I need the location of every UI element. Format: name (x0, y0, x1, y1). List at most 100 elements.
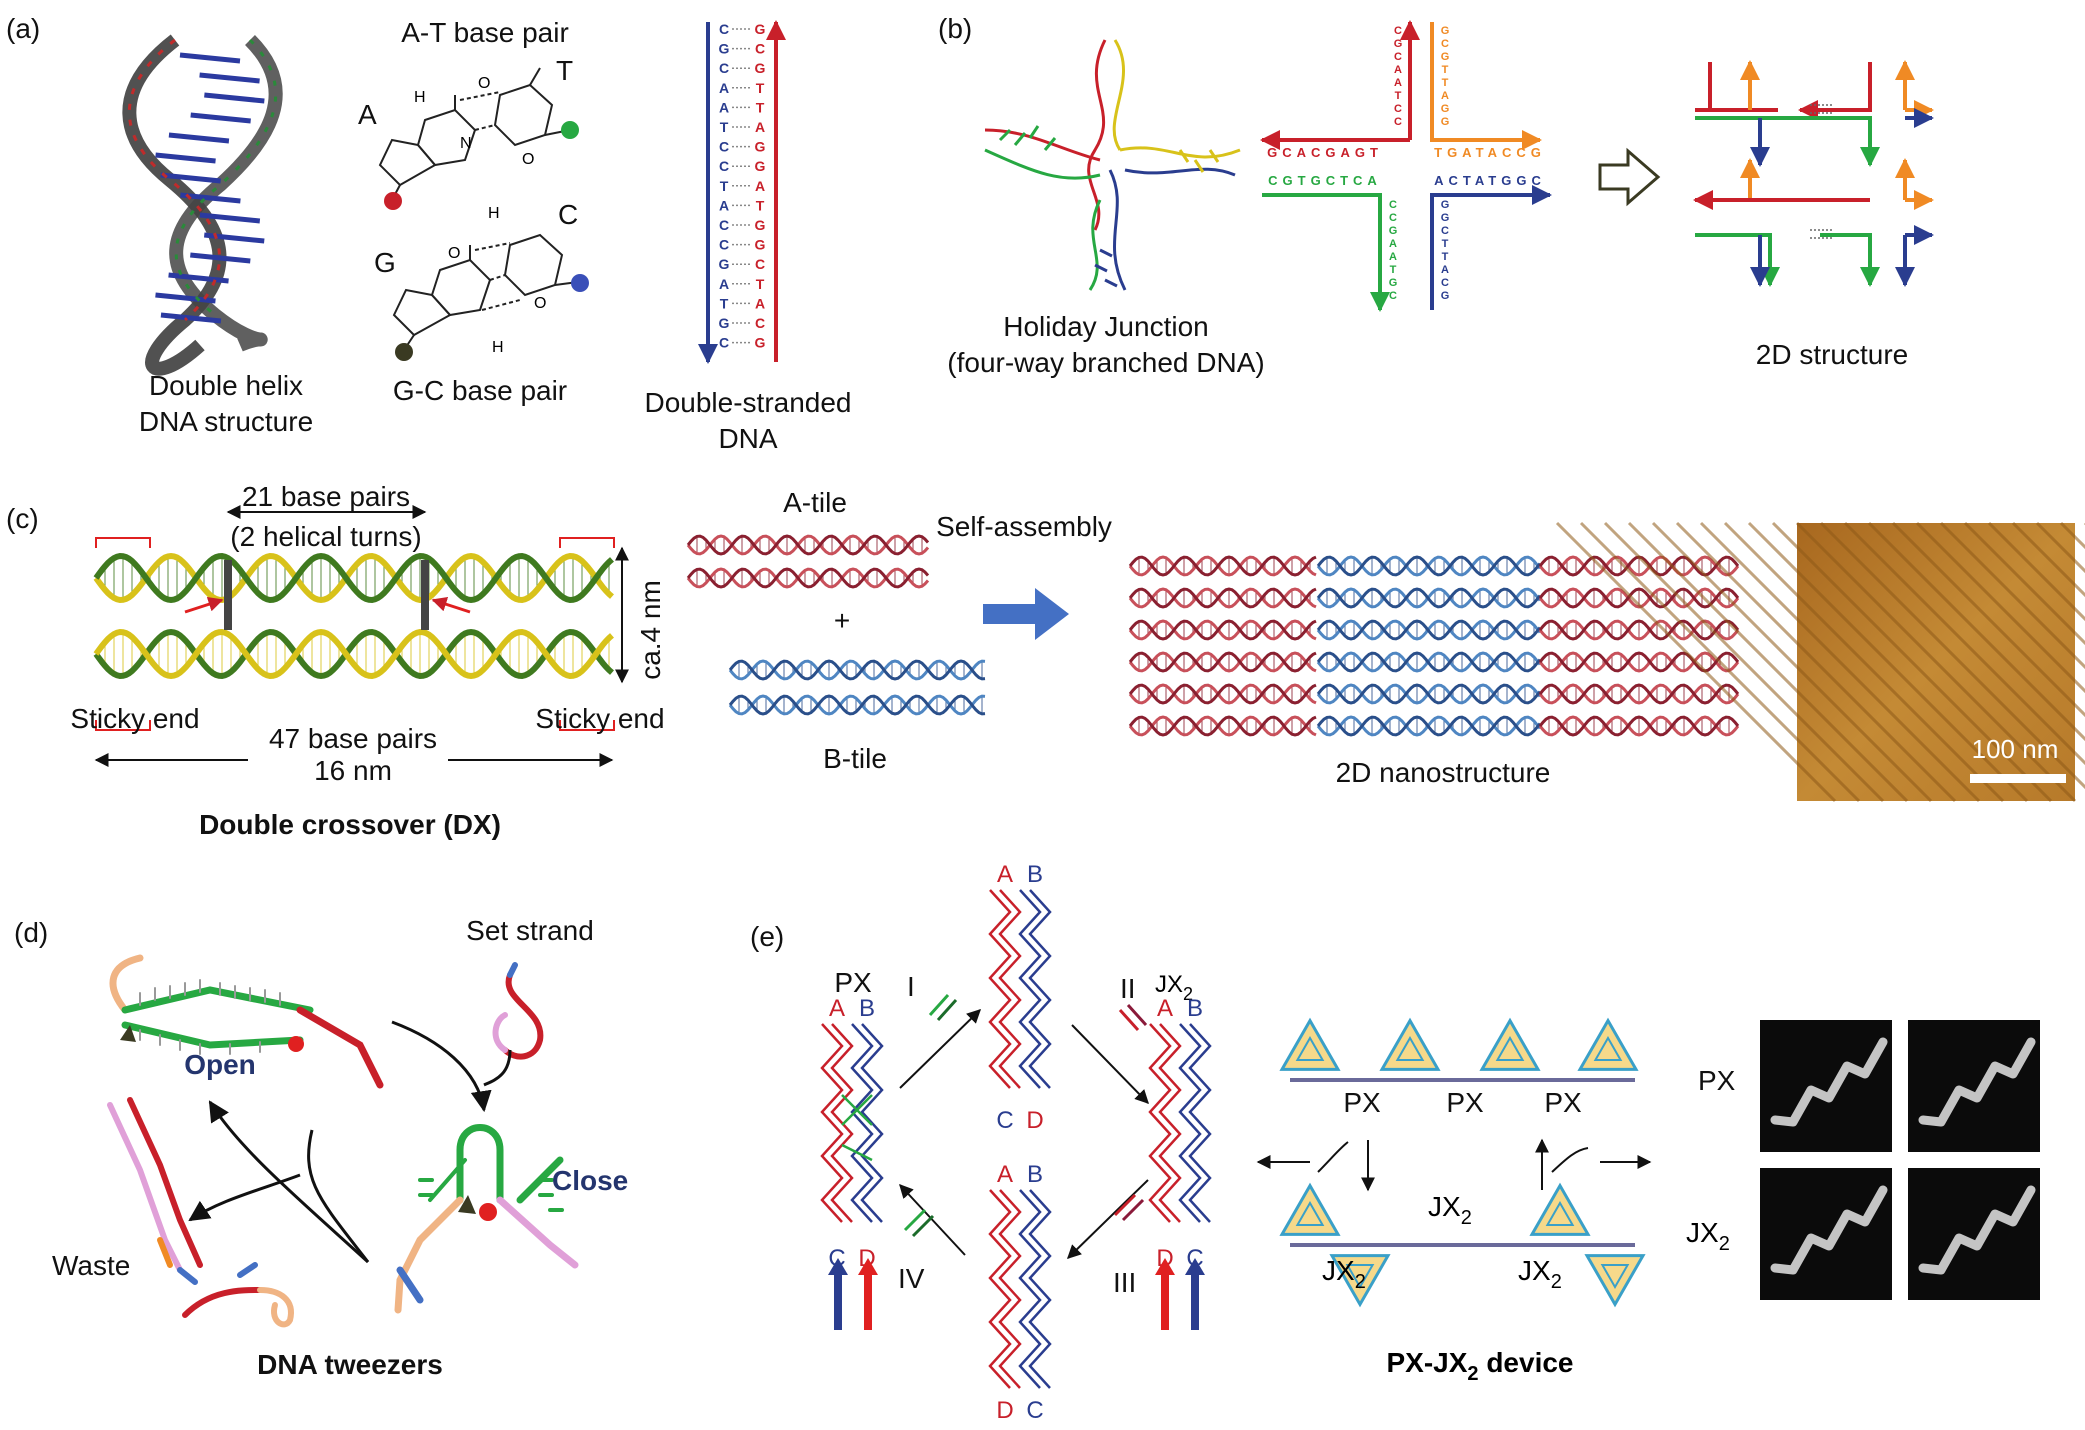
top-left-base-1: G (1394, 38, 1403, 50)
closed-tweezers (394, 1124, 579, 1314)
bottom-right-base-1: G (1441, 212, 1450, 224)
b-tile-helix-2 (728, 694, 986, 716)
top-intermediate-top-a: A (997, 861, 1013, 888)
ds-base-left-16: C (719, 335, 729, 351)
top-left-base-2: C (1394, 51, 1402, 63)
scale-bar (1970, 774, 2066, 783)
jx2-label-main: JX2 (1155, 971, 1193, 1004)
px-helix-blue-2 (860, 1023, 884, 1223)
arrow-step-i (899, 1009, 982, 1089)
ds-base-right-14: A (755, 295, 765, 311)
a-tile-graphic (686, 534, 930, 589)
afm-micrograph-2 (1760, 1168, 1892, 1300)
panel-e: (e) PX I II JX2 III IV ABCDABCDABDCABDC … (750, 861, 2040, 1424)
bottom-left-base-4: A (1389, 251, 1397, 263)
ds-base-right-7: G (755, 158, 766, 174)
ds-base-left-10: C (719, 217, 729, 233)
ds-base-left-11: C (719, 237, 729, 253)
arrow-to-waste (188, 1173, 301, 1222)
bottom-left-base-2: G (1389, 225, 1398, 237)
jx-input-arrow-c-head (1185, 1258, 1205, 1275)
ds-base-right-4: T (756, 99, 765, 115)
ds-base-right-8: A (755, 178, 765, 194)
px-label: PX (834, 967, 872, 998)
at-pair-title: A-T base pair (401, 17, 569, 48)
px-helix-top-b: B (859, 995, 875, 1022)
at-atom-o: O (478, 75, 490, 92)
length-label: 47 base pairs (269, 723, 437, 754)
set-strand-label: Set strand (466, 915, 594, 946)
holliday-junction-model (984, 39, 1241, 291)
device-px-1: PX (1343, 1087, 1381, 1118)
arrow-set-merge (483, 1049, 512, 1087)
px-helix-top-a: A (829, 995, 845, 1022)
device-px-2: PX (1446, 1087, 1484, 1118)
top-intermediate-bottom-2: D (1026, 1107, 1043, 1134)
nano-blue-row-3 (1316, 651, 1542, 673)
device-top-triangle-3 (1577, 1017, 1639, 1071)
bottom-intermediate-red-2 (998, 1189, 1022, 1389)
jx-helix-red-1 (1148, 1023, 1172, 1223)
px-input-arrow-d-head (858, 1258, 878, 1275)
jx-input-arrow-d-head (1155, 1258, 1175, 1275)
top-right-base-1: C (1441, 38, 1449, 50)
panel-b: (b) Holiday Junction (four-way branched … (938, 13, 1934, 378)
ds-base-left-13: A (719, 276, 729, 292)
px-input-arrow-c-head (828, 1258, 848, 1275)
ds-caption-line2: DNA (718, 423, 777, 454)
thymine-sugar-dot (561, 121, 579, 139)
top-intermediate-red-2 (998, 889, 1022, 1089)
turns-sub-label: (2 helical turns) (230, 521, 421, 552)
set-strand-pairs (903, 993, 1148, 1238)
panel-e-label: (e) (750, 921, 784, 952)
ds-base-right-6: G (755, 139, 766, 155)
top-right-base-2: G (1441, 51, 1450, 63)
gc-pair-title: G-C base pair (393, 375, 567, 406)
double-crossover-helix (93, 552, 614, 680)
gc-atom-h: H (488, 205, 500, 222)
px-set-strands (841, 1094, 873, 1162)
at-atom-o2: O (522, 151, 534, 168)
gc-atom-h2: H (492, 339, 504, 356)
ds-base-right-9: T (756, 197, 765, 213)
nano-blue-row-4 (1316, 683, 1542, 705)
top-intermediate-bottom-1: C (996, 1107, 1013, 1134)
dx-lower-helix (93, 628, 614, 680)
panel-d-label: (d) (14, 917, 48, 948)
arrow-step-iv (899, 1183, 966, 1256)
px-jx-helices: ABCDABCDABDCABDC (820, 861, 1212, 1424)
waste-duplex (107, 1097, 203, 1285)
left-top-row: GCACGAGT (1267, 145, 1383, 160)
top-intermediate-blue-1 (1018, 889, 1042, 1089)
jx-helix-blue-1 (1178, 1023, 1202, 1223)
height-label: ca.4 nm (635, 580, 666, 680)
bottom-right-base-3: T (1442, 238, 1449, 250)
bottom-intermediate-top-a: A (997, 1161, 1013, 1188)
px-helix-blue-1 (850, 1023, 874, 1223)
afm-micrograph-3 (1908, 1168, 2040, 1300)
panel-c: (c) 21 base pairs (2 helical turns) ca.4… (6, 481, 2085, 840)
open-fluorophore-dot (288, 1036, 304, 1052)
sticky-end-brackets (95, 537, 615, 731)
guanine-structure (392, 245, 492, 351)
device-bottom-triangle-1 (1329, 1254, 1391, 1308)
bottom-right-base-4: T (1442, 251, 1449, 263)
arrow-step-ii (1071, 1024, 1149, 1105)
nano-red-left-row-1 (1128, 587, 1317, 609)
ds-base-left-0: C (719, 21, 729, 37)
bottom-right-base-6: C (1441, 277, 1449, 289)
ds-base-left-8: T (720, 178, 729, 194)
left-bottom-row: CGTGCTCA (1268, 173, 1382, 188)
nano-red-right-row-2 (1538, 619, 1740, 641)
top-intermediate-red-1 (988, 889, 1012, 1089)
ds-base-right-0: G (755, 21, 766, 37)
ds-base-right-12: C (755, 256, 765, 272)
bottom-left-base-3: A (1389, 238, 1397, 250)
junction-caption-line2: (four-way branched DNA) (947, 347, 1264, 378)
bottom-right-base-5: A (1441, 264, 1449, 276)
bottom-intermediate-bottom-1: D (996, 1397, 1013, 1424)
nanostructure-caption: 2D nanostructure (1336, 757, 1551, 788)
panel-a-label: (a) (6, 13, 40, 44)
nano-blue-row-0 (1316, 555, 1542, 577)
